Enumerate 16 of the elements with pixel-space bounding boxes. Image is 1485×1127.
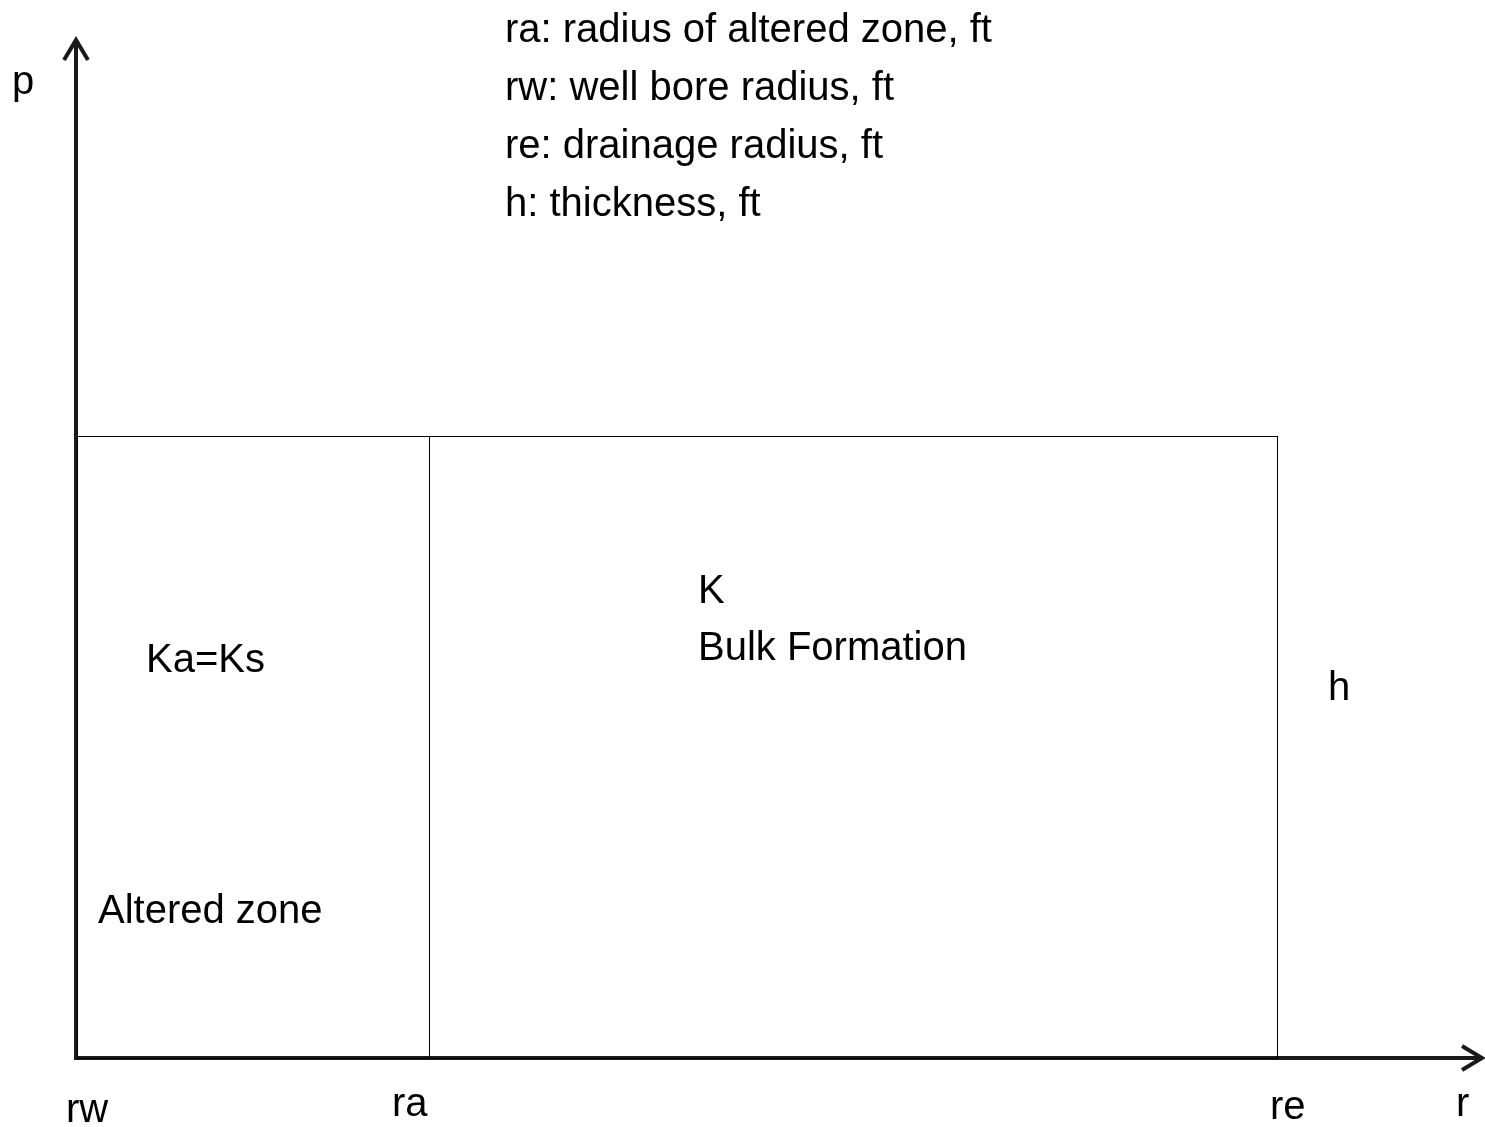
axis-label: p [12,57,35,103]
legend-text: rw: well bore radius, ft [505,63,895,109]
axis-tick-label: rw [66,1085,109,1127]
axis-tick-label: ra [392,1079,428,1125]
permeability-label: Ka=Ks [146,635,265,681]
zone-label: Altered zone [98,886,323,932]
axis-tick-label: re [1270,1082,1306,1127]
zone-box [77,436,430,1059]
dimension-label: h [1328,663,1351,709]
legend-text: ra: radius of altered zone, ft [505,5,992,51]
legend-text: re: drainage radius, ft [505,121,883,167]
permeability-label: K [698,566,725,612]
legend-text: h: thickness, ft [505,179,761,225]
zone-label: Bulk Formation [698,623,967,669]
zone-box [429,436,1278,1059]
axis-label: r [1456,1079,1470,1125]
